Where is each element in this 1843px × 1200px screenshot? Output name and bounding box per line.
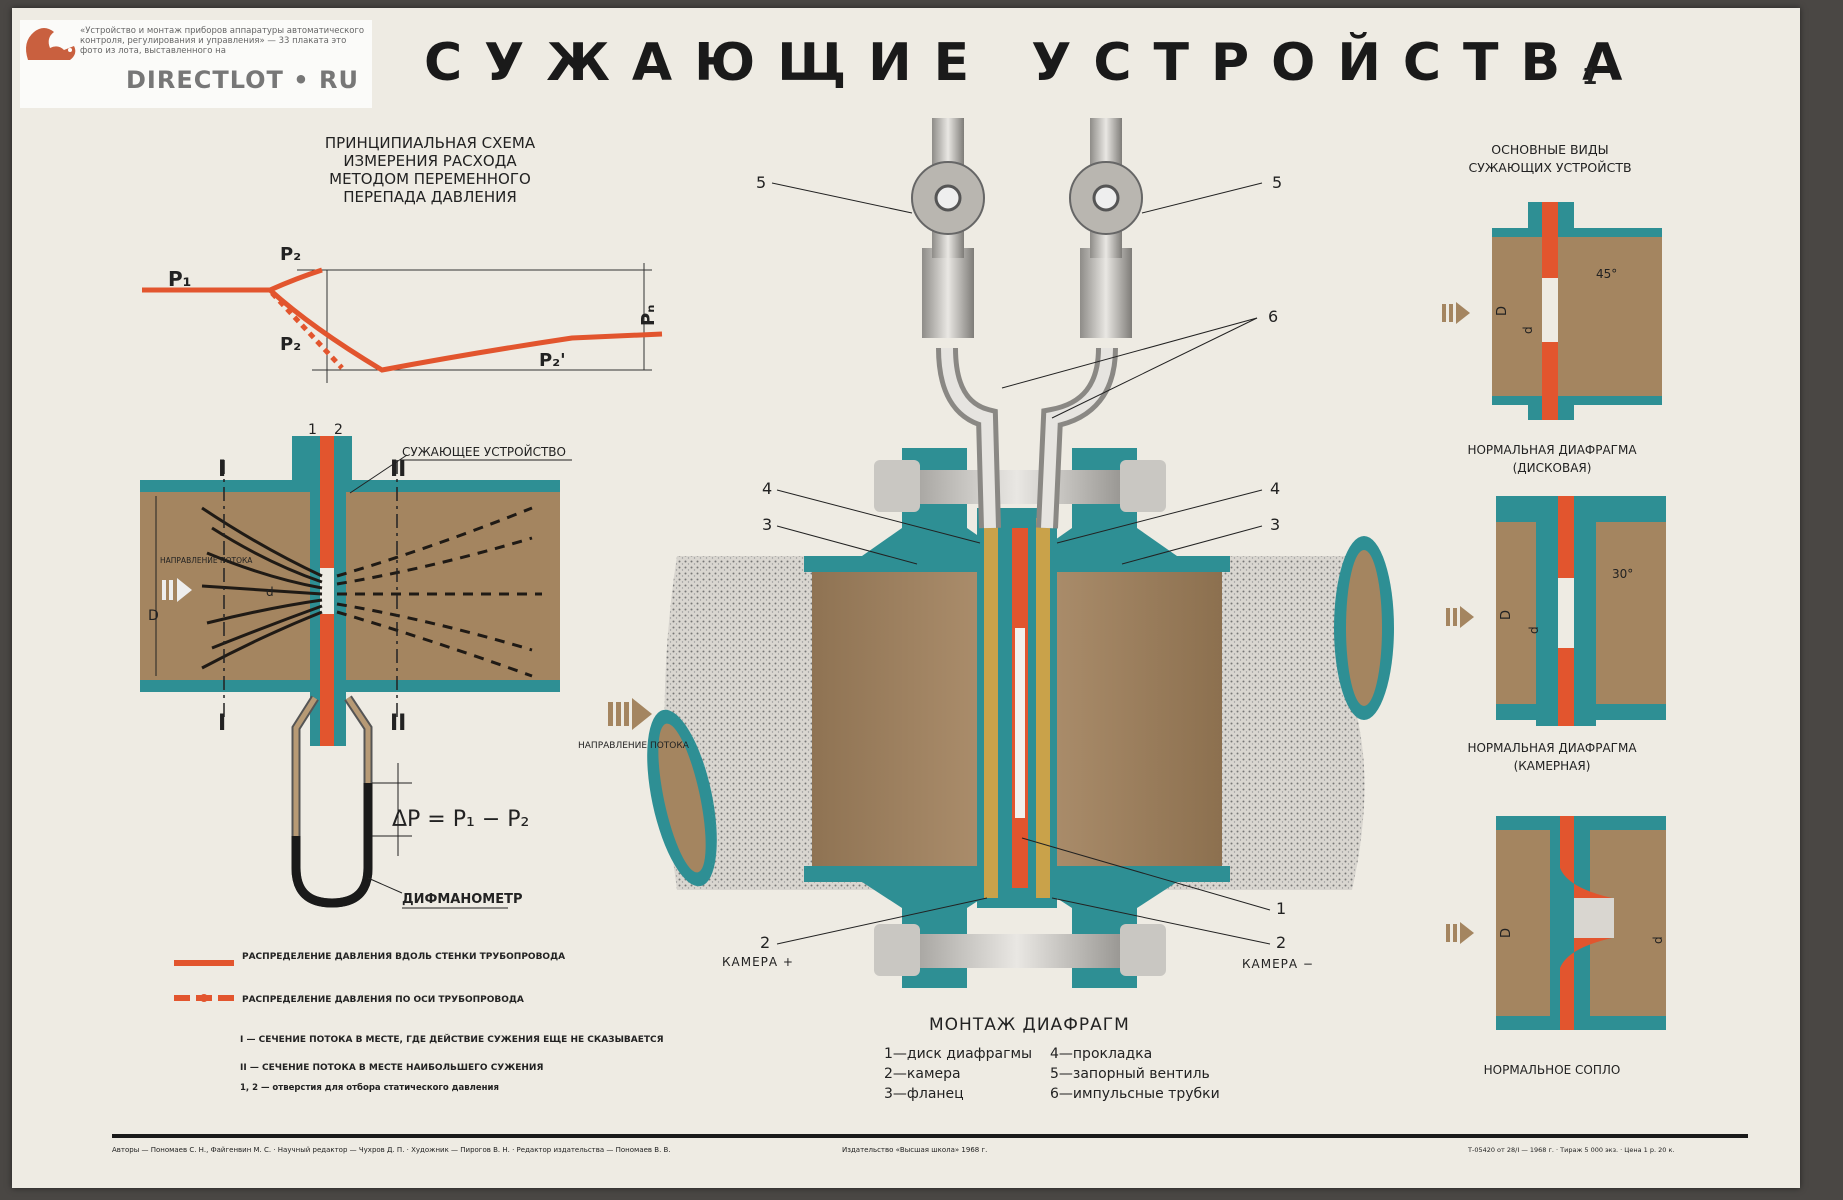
callout-4-left: 4 [762,479,772,498]
type-chamber-label-2: (КАМЕРНАЯ) [1514,759,1591,773]
type-nozzle: D d [1446,816,1666,1030]
disk-d-big: D [1495,306,1510,316]
callout-4-right: 4 [1270,479,1280,498]
hole-1-label: 1 [308,422,317,438]
type-disk-label-2: (ДИСКОВАЯ) [1513,461,1592,475]
label-pn: Pₙ [638,305,659,326]
type-disk-diaphragm: 45° D d [1442,202,1662,420]
valve-right [1069,118,1143,338]
callout-3-left: 3 [762,515,772,534]
callout-5-right: 5 [1272,173,1282,192]
type-nozzle-label: НОРМАЛЬНОЕ СОПЛО [1484,1063,1621,1077]
poster-artwork: СУЖАЮЩИЕ УСТРОЙСТВА 1 ПРИНЦИПИАЛЬНАЯ СХЕ… [112,32,1748,1154]
mount-legend-3: 3—фланец [884,1086,964,1102]
dp-formula: ΔP = P₁ − P₂ [392,807,529,832]
chamber-d-small: d [1527,626,1541,634]
schema-flow-arrow [162,578,192,602]
schema-legend: РАСПРЕДЕЛЕНИЕ ДАВЛЕНИЯ ВДОЛЬ СТЕНКИ ТРУБ… [174,952,664,1093]
callout-3-right: 3 [1270,515,1280,534]
angle-30: 30° [1612,567,1633,581]
pressure-graph: P₁ P₂ P₂ P₂' Pₙ [142,244,663,383]
note-2: II — СЕЧЕНИЕ ПОТОКА В МЕСТЕ НАИБОЛЬШЕГО … [240,1063,543,1073]
types-title: ОСНОВНЫЕ ВИДЫ СУЖАЮЩИХ УСТРОЙСТВ [1468,142,1631,175]
hole-2-label: 2 [334,422,343,438]
chamber-minus-label: КАМЕРА − [1242,957,1314,971]
diff-manometer: ΔP = P₁ − P₂ ДИФМАНОМЕТР [291,695,529,909]
poster-title: СУЖАЮЩИЕ УСТРОЙСТВА [424,32,1644,93]
section-2-bottom: II [390,711,406,736]
mount-legend-1: 1—диск диафрагмы [884,1046,1032,1062]
note-3: 1, 2 — отверстия для отбора статического… [240,1082,499,1093]
watermark: «Устройство и монтаж приборов аппаратуры… [20,20,372,108]
legend-wall: РАСПРЕДЕЛЕНИЕ ДАВЛЕНИЯ ВДОЛЬ СТЕНКИ ТРУБ… [242,952,565,962]
schema-pipe: I I II II 1 2 СУЖАЮЩЕЕ УСТРОЙСТВО НАПРАВ… [140,422,572,746]
mount-legend-6: 6—импульсные трубки [1050,1086,1220,1102]
watermark-brand: DIRECTLOT • RU [126,66,359,94]
manometer-label: ДИФМАНОМЕТР [402,892,523,907]
callout-6: 6 [1268,307,1278,326]
mount-caption: МОНТАЖ ДИАФРАГМ [929,1015,1130,1035]
type-chamber-label-1: НОРМАЛЬНАЯ ДИАФРАГМА [1467,741,1637,755]
callout-1: 1 [1276,899,1286,918]
schema-title-line-4: ПЕРЕПАДА ДАВЛЕНИЯ [343,188,517,206]
watermark-caption: «Устройство и монтаж приборов аппаратуры… [80,26,365,56]
type-chamber-diaphragm: 30° D d [1446,496,1666,726]
sheet-number: 1 [1582,65,1597,90]
schema-title-line-2: ИЗМЕРЕНИЯ РАСХОДА [343,152,517,170]
disk-d-small: d [1521,326,1535,334]
mount-legend-2: 2—камера [884,1066,961,1082]
schema-d-small: d [266,585,274,599]
label-p1: P₁ [168,267,191,291]
section-1-top: I [218,457,226,482]
squirrel-logo-icon [26,28,76,60]
mount-legend-5: 5—запорный вентиль [1050,1066,1210,1082]
schema-flow-label: НАПРАВЛЕНИЕ ПОТОКА [160,556,253,565]
label-p2-top: P₂ [280,244,301,265]
mount-legend: 1—диск диафрагмы 2—камера 3—фланец 4—про… [884,1046,1220,1102]
nozzle-d-small: d [1651,936,1665,944]
schema-d-big: D [148,608,159,624]
mount-flow-arrow [608,698,652,730]
angle-45: 45° [1596,267,1617,281]
type-disk-label-1: НОРМАЛЬНАЯ ДИАФРАГМА [1467,443,1637,457]
footer-authors: Авторы — Пономаев С. Н., Файгенвин М. С.… [112,1146,671,1154]
poster: СУЖАЮЩИЕ УСТРОЙСТВА 1 ПРИНЦИПИАЛЬНАЯ СХЕ… [12,8,1800,1188]
mount-diagram: 5 5 6 4 4 3 3 1 2 2 КАМЕРА + КАМЕРА − НА… [578,118,1394,988]
callout-5-left: 5 [756,173,766,192]
schema-title-line-1: ПРИНЦИПИАЛЬНАЯ СХЕМА [325,134,536,152]
callout-2-right: 2 [1276,933,1286,952]
mount-flow-label: НАПРАВЛЕНИЕ ПОТОКА [578,741,690,751]
label-p2-low: P₂ [280,334,301,355]
nozzle-d-big: D [1499,928,1514,938]
section-1-bottom: I [218,711,226,736]
label-p2-prime: P₂' [539,350,566,371]
footer-print: Т-05420 от 28/I — 1968 г. · Тираж 5 000 … [1467,1146,1674,1154]
chamber-plus-label: КАМЕРА + [722,955,794,969]
schema-title: ПРИНЦИПИАЛЬНАЯ СХЕМА ИЗМЕРЕНИЯ РАСХОДА М… [325,134,536,206]
footer-publisher: Издательство «Высшая школа» 1968 г. [842,1146,987,1154]
types-title-line-2: СУЖАЮЩИХ УСТРОЙСТВ [1468,160,1631,175]
axis-pressure-curve [268,288,663,373]
types-title-line-1: ОСНОВНЫЕ ВИДЫ [1491,142,1608,157]
chamber-d-big: D [1499,610,1514,620]
device-label: СУЖАЮЩЕЕ УСТРОЙСТВО [402,444,566,459]
note-1: I — СЕЧЕНИЕ ПОТОКА В МЕСТЕ, ГДЕ ДЕЙСТВИЕ… [240,1033,664,1045]
valve-left [911,118,985,338]
mount-legend-4: 4—прокладка [1050,1046,1152,1062]
schema-title-line-3: МЕТОДОМ ПЕРЕМЕННОГО [329,170,531,188]
callout-2-left: 2 [760,933,770,952]
legend-axis: РАСПРЕДЕЛЕНИЕ ДАВЛЕНИЯ ПО ОСИ ТРУБОПРОВО… [242,995,524,1005]
